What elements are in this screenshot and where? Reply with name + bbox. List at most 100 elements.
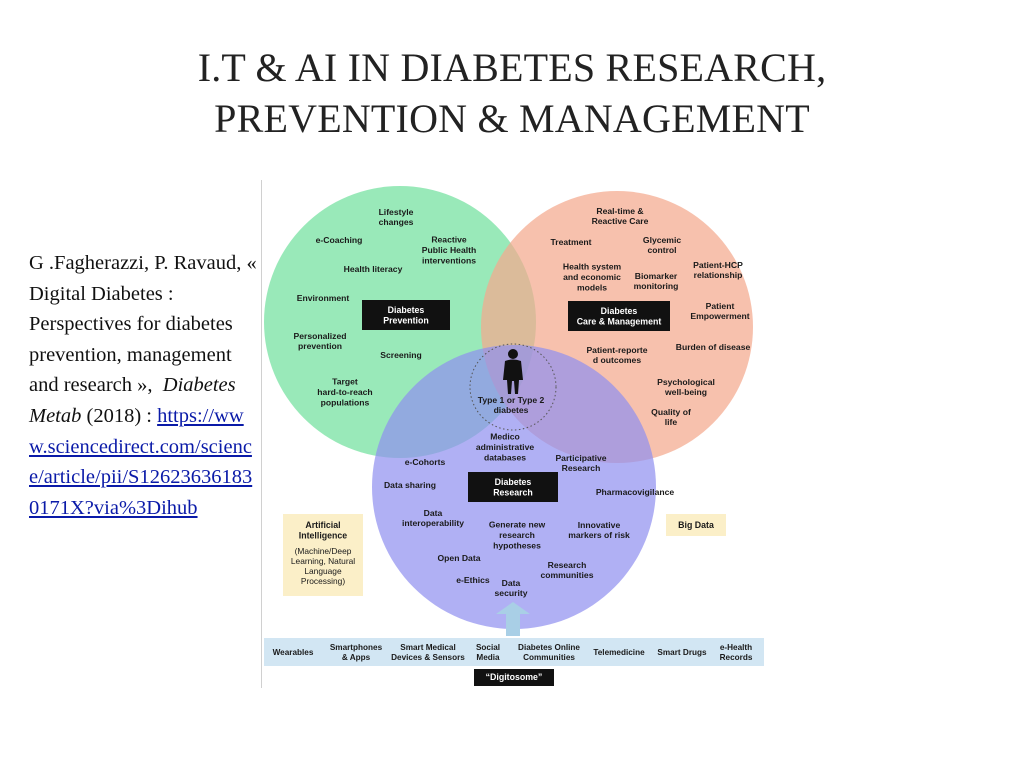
care-item-real-time-reactive-care-line: Reactive Care bbox=[592, 216, 649, 226]
up-arrow-icon bbox=[496, 602, 530, 636]
care-item-patient-empowerment-line: Patient bbox=[706, 301, 735, 311]
care-item-biomarker-monitoring-line: Biomarker bbox=[635, 271, 678, 281]
research-item-data-sharing: Data sharing bbox=[384, 480, 436, 490]
big-data-label: Big Data bbox=[678, 520, 714, 530]
care-item-patient-empowerment-line: Empowerment bbox=[690, 311, 749, 321]
care-item-real-time-reactive-care-line: Real-time & bbox=[596, 206, 643, 216]
ai-box bbox=[283, 514, 363, 596]
research-item-innovative-markers-of-risk-line: Innovative bbox=[578, 520, 621, 530]
citation-year: (2018) : bbox=[86, 404, 152, 427]
care-item-treatment: Treatment bbox=[550, 237, 591, 247]
digitosome-item-smart-medical-devices-sensors-line: Smart Medical bbox=[400, 643, 456, 652]
prevention-item-lifestyle-changes-line: Lifestyle bbox=[379, 207, 414, 217]
prevention-item-environment-line: Environment bbox=[297, 293, 350, 303]
research-item-research-communities-line: communities bbox=[540, 570, 593, 580]
center-label-type-diabetes-line: diabetes bbox=[494, 405, 529, 415]
research-label-line: Research bbox=[493, 487, 533, 497]
digitosome-item-smart-medical-devices-sensors-line: Devices & Sensors bbox=[391, 653, 465, 662]
center-label-type-diabetes-line: Type 1 or Type 2 bbox=[478, 395, 545, 405]
research-item-e-ethics-line: e-Ethics bbox=[456, 575, 490, 585]
care-item-patient-hcp-relationship-line: Patient-HCP bbox=[693, 260, 743, 270]
digitosome-item-telemedicine: Telemedicine bbox=[593, 648, 645, 657]
digitosome-label-line: “Digitosome” bbox=[486, 672, 543, 682]
research-item-data-interoperability-line: interoperability bbox=[402, 518, 464, 528]
care-item-patient-hcp-relationship-line: relationship bbox=[694, 270, 743, 280]
research-item-generate-new-research-hypotheses-line: hypotheses bbox=[493, 540, 541, 550]
care-item-burden-of-disease: Burden of disease bbox=[676, 342, 751, 352]
prevention-item-health-literacy-line: Health literacy bbox=[344, 264, 403, 274]
care-item-patient-reporte-d-outcomes-line: d outcomes bbox=[593, 355, 641, 365]
research-item-e-ethics: e-Ethics bbox=[456, 575, 490, 585]
figure-left-border bbox=[261, 180, 262, 688]
care-item-health-system-and-economic-models-line: and economic bbox=[563, 272, 621, 282]
prevention-item-lifestyle-changes-line: changes bbox=[379, 217, 414, 227]
prevention-item-target-hard-to-reach-populations-line: Target bbox=[332, 377, 358, 387]
citation-link[interactable]: https://www.sciencedirect.com/science/ar… bbox=[29, 404, 253, 519]
ai-box-subtitle-line: Processing) bbox=[301, 576, 345, 586]
research-item-pharmacovigilance-line: Pharmacovigilance bbox=[596, 487, 675, 497]
care-item-treatment-line: Treatment bbox=[550, 237, 591, 247]
care-item-biomarker-monitoring-line: monitoring bbox=[634, 281, 679, 291]
silhouette-body bbox=[503, 359, 523, 394]
digitosome-item-telemedicine-line: Telemedicine bbox=[593, 648, 645, 657]
research-label-box bbox=[468, 472, 558, 502]
research-item-research-communities-line: Research bbox=[548, 560, 587, 570]
prevention-label-line: Diabetes bbox=[388, 305, 425, 315]
ai-box-title-line: Artificial bbox=[305, 520, 340, 530]
digitosome-item-social-media-line: Social bbox=[476, 643, 500, 652]
ai-box-subtitle-line: Language bbox=[304, 566, 342, 576]
care-item-glycemic-control-line: control bbox=[647, 245, 676, 255]
ai-box-subtitle-line: (Machine/Deep bbox=[295, 546, 352, 556]
slide-title-line-2: PREVENTION & MANAGEMENT bbox=[214, 96, 810, 141]
digitosome-item-smartphones-apps: Smartphones& Apps bbox=[330, 643, 383, 662]
prevention-label-box bbox=[362, 300, 450, 330]
research-item-data-sharing-line: Data sharing bbox=[384, 480, 436, 490]
care-item-patient-reporte-d-outcomes-line: Patient-reporte bbox=[586, 345, 647, 355]
silhouette-head bbox=[508, 349, 518, 359]
prevention-item-reactive-public-health-interventions-line: Public Health bbox=[422, 245, 476, 255]
research-label-line: Diabetes bbox=[495, 477, 532, 487]
digitosome-bar bbox=[264, 638, 764, 666]
center-dotted-ring bbox=[469, 343, 557, 431]
research-item-generate-new-research-hypotheses-line: research bbox=[499, 530, 535, 540]
research-item-open-data: Open Data bbox=[438, 553, 481, 563]
big-data-label-line: Big Data bbox=[678, 520, 714, 530]
research-item-medico-administrative-databases-line: databases bbox=[484, 452, 526, 462]
digitosome-item-diabetes-online-communities-line: Communities bbox=[523, 653, 575, 662]
research-item-e-cohorts-line: e-Cohorts bbox=[405, 457, 446, 467]
prevention-label-line: Prevention bbox=[383, 315, 428, 325]
research-item-data-interoperability-line: Data bbox=[424, 508, 443, 518]
research-item-medico-administrative-databases-line: administrative bbox=[476, 442, 534, 452]
digitosome-item-smartphones-apps-line: & Apps bbox=[342, 653, 371, 662]
prevention-item-e-coaching: e-Coaching bbox=[316, 235, 363, 245]
research-item-pharmacovigilance: Pharmacovigilance bbox=[596, 487, 675, 497]
citation-journal: Diabetes Metab bbox=[29, 374, 236, 427]
citation-block: G .Fagherazzi, P. Ravaud, « Digital Diab… bbox=[29, 248, 257, 523]
ai-box-title-line: Intelligence bbox=[299, 530, 348, 540]
care-item-real-time-reactive-care: Real-time &Reactive Care bbox=[592, 206, 649, 226]
slide-title: I.T & AI IN DIABETES RESEARCH, PREVENTIO… bbox=[100, 42, 924, 144]
care-item-glycemic-control-line: Glycemic bbox=[643, 235, 681, 245]
digitosome-item-wearables-line: Wearables bbox=[273, 648, 314, 657]
prevention-item-target-hard-to-reach-populations-line: populations bbox=[321, 397, 370, 407]
